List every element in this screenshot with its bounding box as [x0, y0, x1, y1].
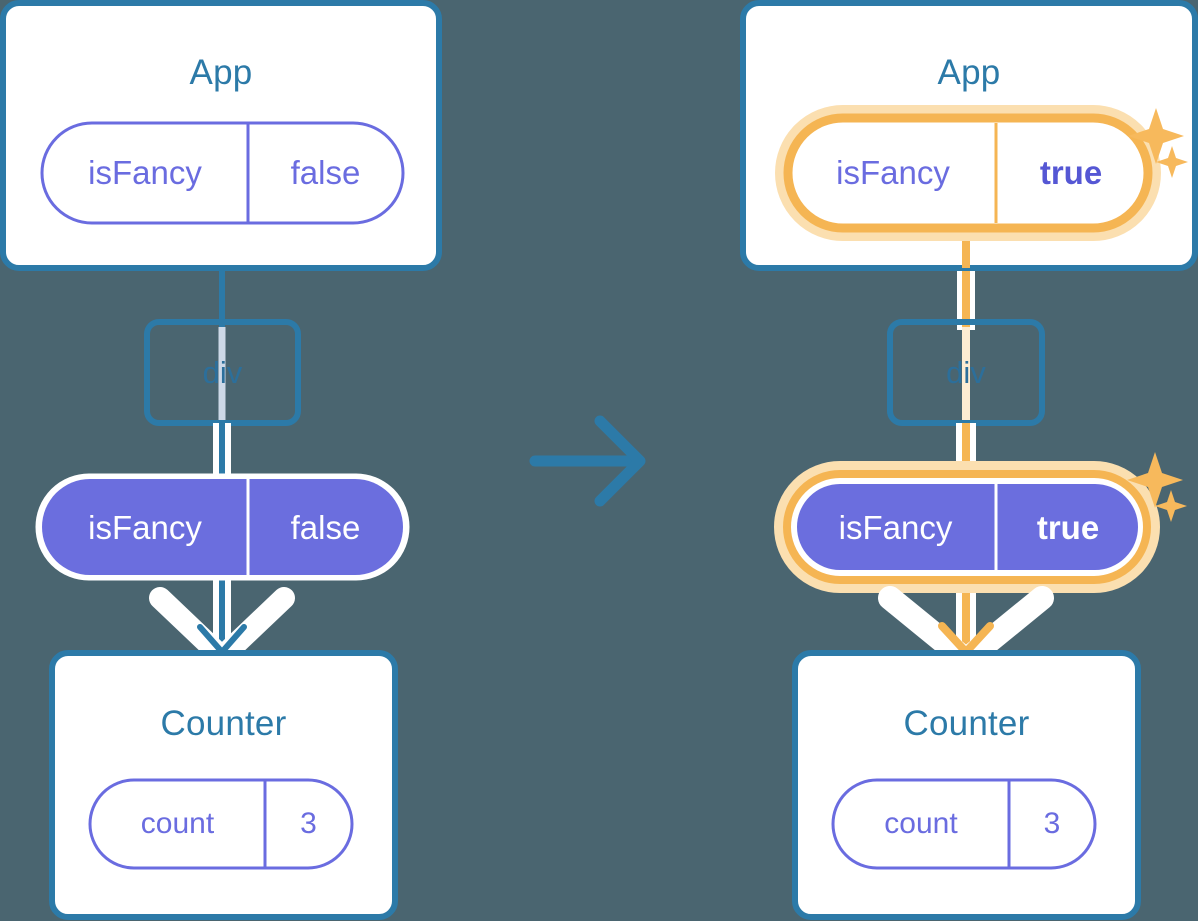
right-counter-state-pill	[831, 778, 1097, 870]
transition-arrow-right-icon	[529, 415, 646, 507]
right-prop-pill-glow	[774, 461, 1160, 593]
left-app-state-pill	[40, 121, 405, 225]
right-app-state-pill-ring	[783, 113, 1153, 233]
right-prop-pill	[793, 480, 1142, 574]
left-prop-pill	[42, 479, 403, 575]
right-app-state-pill-glow	[775, 105, 1161, 241]
sparkle-large-icon-app	[1128, 108, 1184, 164]
left-prop-pill-halo	[35, 473, 410, 581]
left-counter-state-pill	[88, 778, 354, 870]
sparkle-large-icon-prop	[1127, 452, 1183, 508]
sparkle-small-icon-prop	[1155, 490, 1187, 522]
sparkle-small-icon-app	[1156, 146, 1188, 178]
